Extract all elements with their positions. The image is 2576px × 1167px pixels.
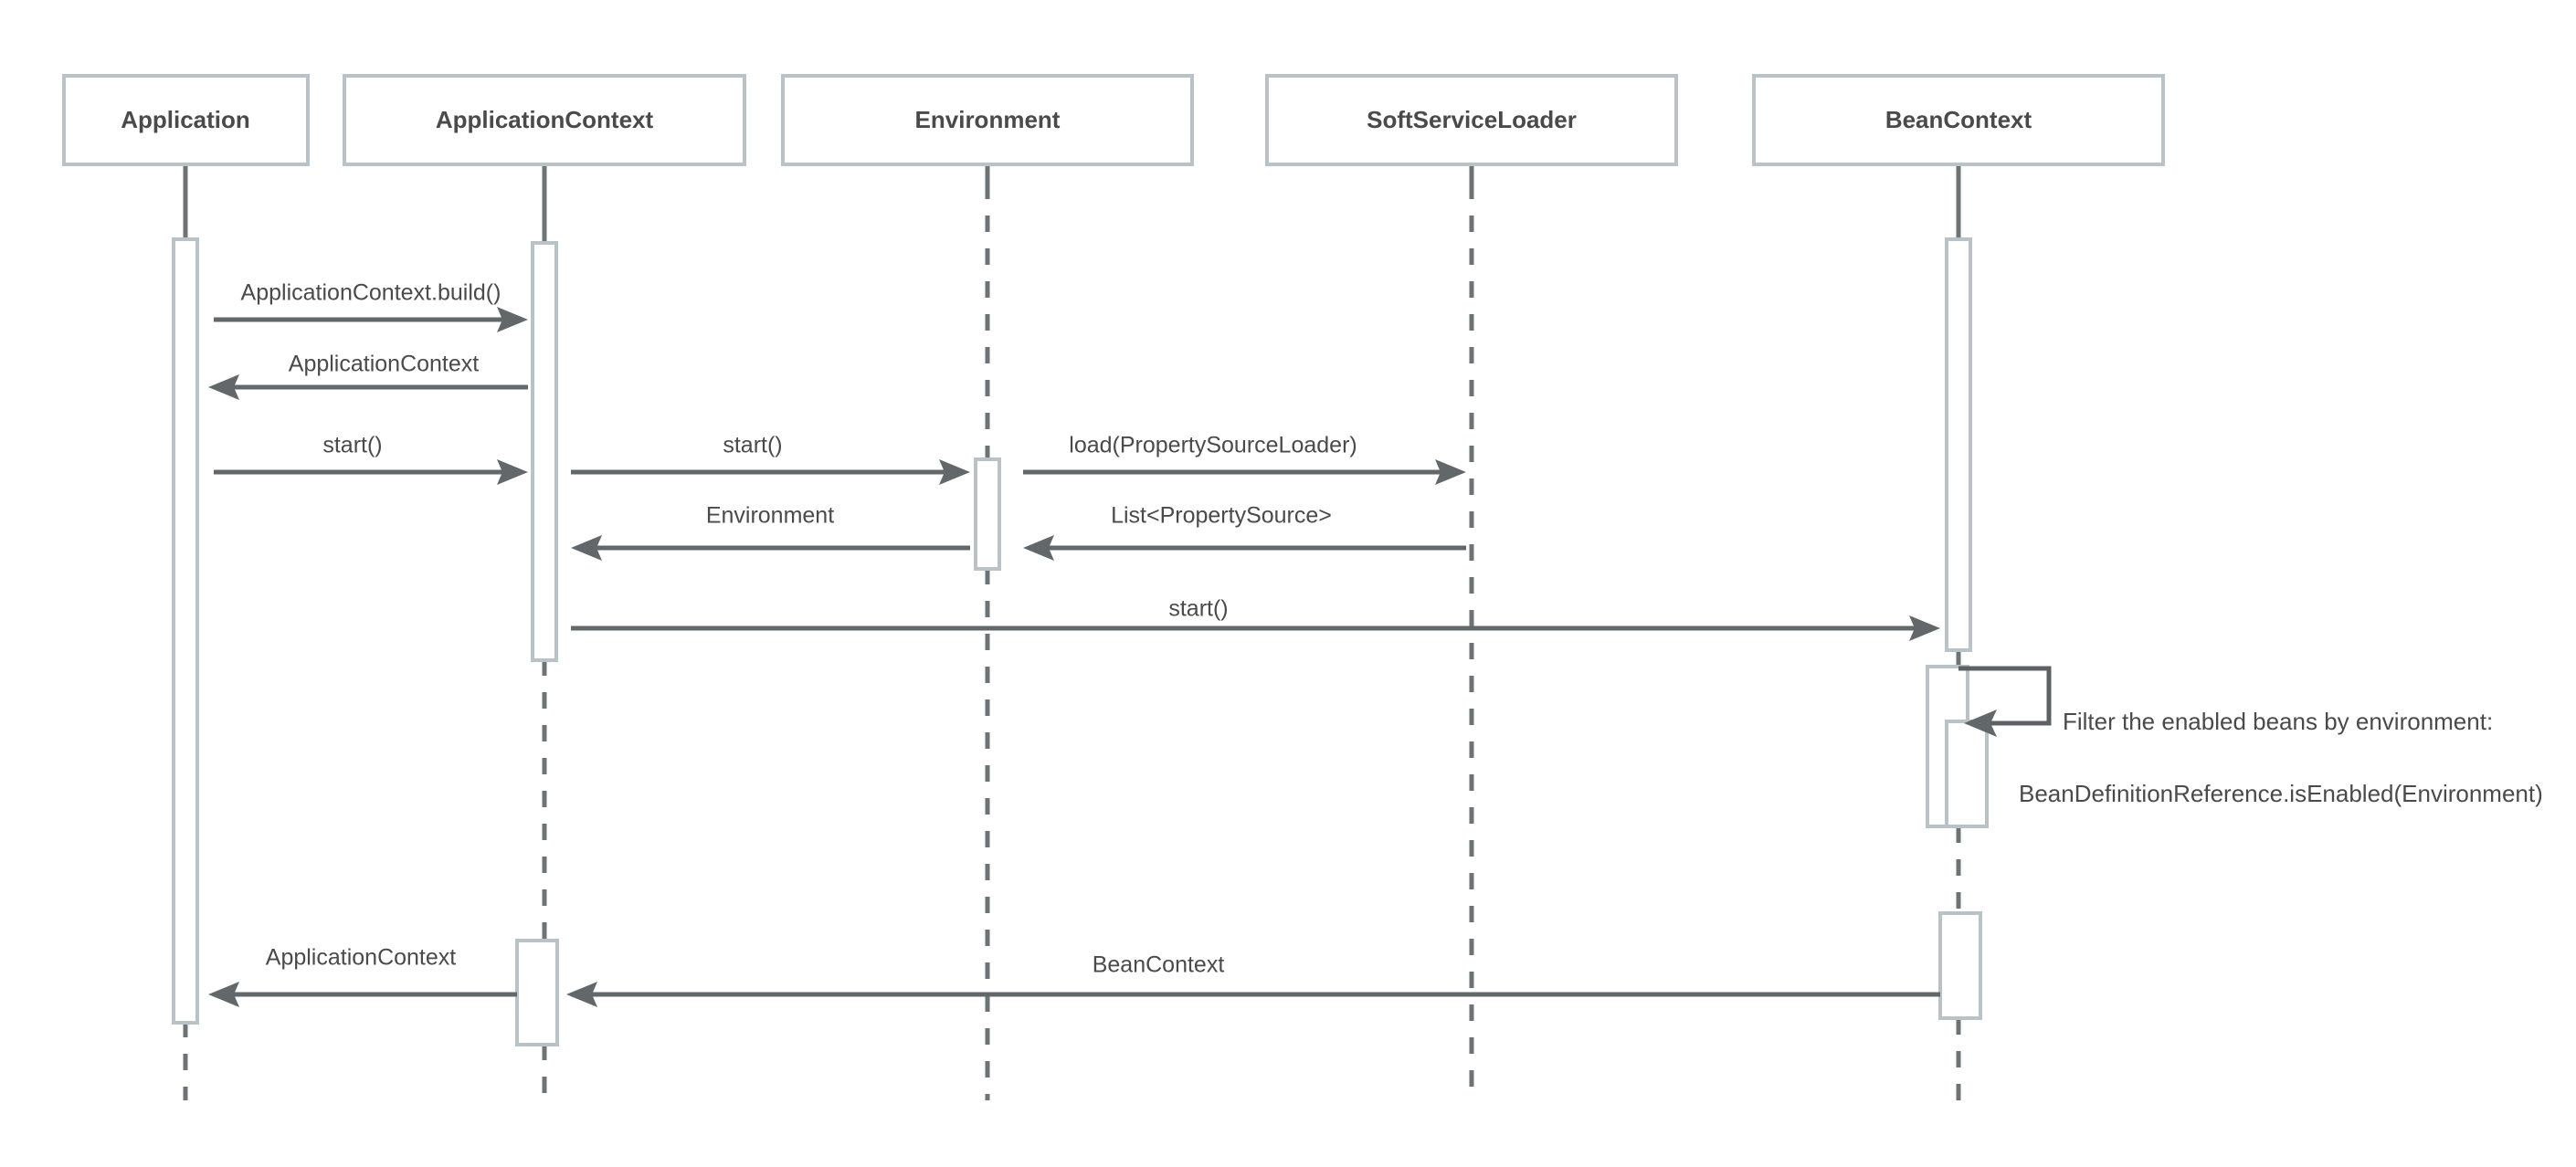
message-label: Environment [706, 503, 834, 529]
activation-bar-applicationcontext-1 [531, 241, 558, 662]
participant-box[interactable] [62, 74, 310, 166]
participant-box[interactable] [343, 74, 746, 166]
participant-box[interactable] [1265, 74, 1678, 166]
participant-beancontext[interactable]: BeanContext [1752, 74, 2165, 166]
arrow-head-left-icon [208, 374, 239, 400]
activation-bar-applicationcontext-2 [515, 939, 559, 1046]
message-application-context-return: ApplicationContext [208, 352, 528, 400]
participant-environment[interactable]: Environment [781, 74, 1194, 166]
message-application-context-build: ApplicationContext.build() [214, 280, 528, 332]
message-label: ApplicationContext [266, 945, 457, 971]
message-list-property-source-return: List<PropertySource> [1023, 503, 1466, 561]
message-label: load(PropertySourceLoader) [1069, 433, 1357, 458]
arrow-head-left-icon [566, 982, 597, 1007]
participant-label: Environment [915, 106, 1061, 133]
activation-bar-beancontext-2 [1938, 911, 1982, 1020]
arrow-head-right-icon [1435, 459, 1466, 485]
participant-box[interactable] [781, 74, 1194, 166]
participant-label: Application [121, 106, 250, 133]
message-start-context-to-environment: start() [571, 433, 970, 485]
message-load-property-source-loader: load(PropertySourceLoader) [1023, 433, 1466, 485]
message-label: BeanContext [1093, 952, 1225, 978]
message-label: ApplicationContext [289, 352, 480, 377]
message-label: ApplicationContext.build() [241, 280, 501, 306]
arrow-head-left-icon [208, 982, 239, 1007]
arrow-head-right-icon [497, 307, 528, 332]
message-label: start() [1168, 596, 1228, 622]
participant-applicationcontext[interactable]: ApplicationContext [343, 74, 746, 166]
activation-bars-group [172, 237, 1989, 1046]
activation-bar-beancontext-1 [1945, 237, 1972, 652]
activation-bar-beancontext-inner [1945, 720, 1989, 828]
participant-label: SoftServiceLoader [1367, 106, 1577, 133]
activation-bar-environment [974, 457, 1001, 571]
arrow-head-right-icon [497, 459, 528, 485]
participant-box[interactable] [1752, 74, 2165, 166]
message-environment-return: Environment [571, 503, 970, 561]
message-start-context-to-beancontext: start() [571, 596, 1940, 641]
note-line-1: Filter the enabled beans by environment: [2063, 708, 2493, 735]
arrow-head-right-icon [1909, 615, 1940, 641]
message-self-filter-beans [1958, 666, 2052, 737]
participant-softserviceloader[interactable]: SoftServiceLoader [1265, 74, 1678, 166]
message-label: start() [322, 433, 382, 458]
arrow-head-right-icon [939, 459, 970, 485]
message-applicationcontext-final-return: ApplicationContext [208, 945, 517, 1007]
lifelines-group [183, 164, 1961, 1100]
arrow-head-left-icon [1964, 710, 1997, 737]
arrow-head-left-icon [1023, 535, 1054, 561]
message-label: start() [723, 433, 782, 458]
message-beancontext-return: BeanContext [566, 952, 1940, 1007]
message-start-application-to-context: start() [214, 433, 528, 485]
note-line-2: BeanDefinitionReference.isEnabled(Enviro… [2019, 780, 2543, 807]
participant-application[interactable]: Application [62, 74, 310, 166]
message-label: List<PropertySource> [1111, 503, 1332, 529]
participant-label: BeanContext [1885, 106, 2032, 133]
note-filter-enabled-beans: Filter the enabled beans by environment:… [2019, 708, 2543, 807]
arrow-head-left-icon [571, 535, 602, 561]
participant-label: ApplicationContext [436, 106, 654, 133]
self-message-path [1958, 666, 2052, 726]
activation-bar-application [172, 237, 199, 1025]
